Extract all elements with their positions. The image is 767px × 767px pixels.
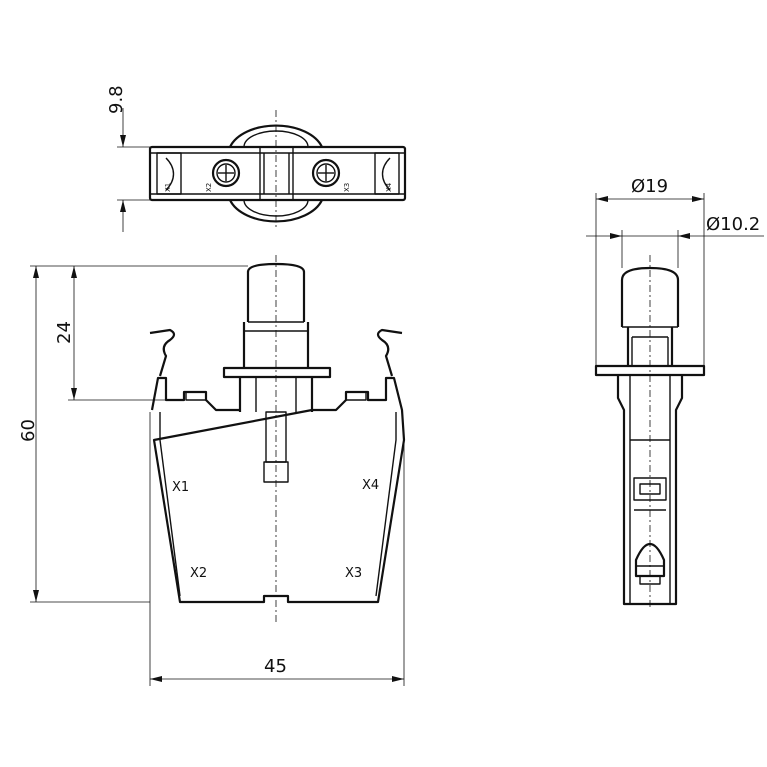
top-view: X1 X2 X3 X4 9.8	[106, 85, 407, 232]
side-screw-icon	[634, 542, 666, 578]
terminal-label-x2: X2	[190, 566, 207, 581]
dim-inner-diameter: Ø10.2	[706, 214, 760, 235]
top-label-x2: X2	[205, 183, 213, 192]
top-label-x1: X1	[164, 183, 172, 192]
dim-plunger-height: 24	[54, 321, 75, 344]
terminal-label-x3: X3	[345, 566, 362, 581]
dim-total-height: 60	[18, 419, 39, 442]
front-view: X1 X4 X2 X3 24 60 45	[18, 255, 406, 686]
top-label-x3: X3	[343, 183, 351, 192]
screw-x3-icon	[311, 158, 341, 188]
top-label-x4: X4	[385, 182, 393, 192]
terminal-label-x1: X1	[172, 480, 189, 495]
screw-x2-icon	[211, 158, 241, 188]
side-view: Ø19 Ø10.2	[586, 176, 764, 610]
dim-outer-diameter: Ø19	[631, 176, 668, 197]
terminal-label-x4: X4	[362, 478, 379, 493]
dim-top-height: 9.8	[106, 85, 127, 114]
dim-total-width: 45	[264, 656, 287, 677]
